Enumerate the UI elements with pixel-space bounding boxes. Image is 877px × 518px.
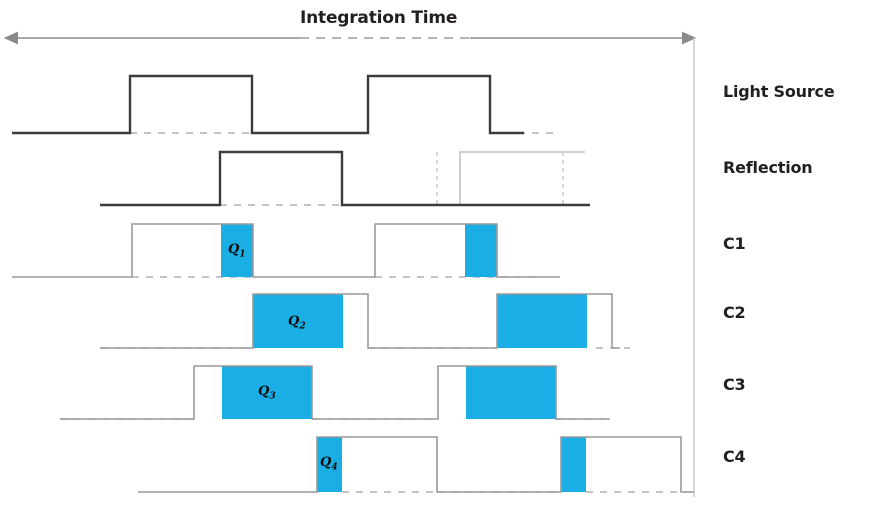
waveform-rows [12,74,694,493]
row-label-light-source: Light Source [723,82,835,101]
waveform-c4 [138,436,694,493]
waveform-c3 [60,365,610,420]
row-c3 [60,365,612,420]
row-label-c4: C4 [723,447,746,466]
row-reflection [100,150,590,207]
charge-fill-c1-0 [221,224,253,277]
row-light-source [12,74,560,135]
charge-fill-c4-0 [317,437,342,492]
row-c1 [12,223,560,278]
charge-fill-c2-1 [497,294,587,348]
row-c4 [138,436,694,493]
row-c2 [100,293,630,349]
charge-fill-c1-1 [465,224,497,277]
waveform-reflection [100,150,590,207]
charge-label-c2-0: Q2 [288,314,306,332]
row-label-c2: C2 [723,303,746,322]
integration-time-title: Integration Time [300,8,458,28]
waveform-light-source [12,74,524,135]
charge-fill-c3-1 [466,366,556,419]
charge-label-c4-0: Q4 [320,455,338,473]
charge-label-c1-0: Q1 [228,242,246,260]
row-label-reflection: Reflection [723,158,813,177]
charge-label-c3-0: Q3 [258,384,276,402]
charge-fill-c3-0 [222,366,312,419]
row-label-c1: C1 [723,234,746,253]
row-label-c3: C3 [723,375,746,394]
waveform-c1 [12,223,560,278]
charge-fill-c2-0 [253,294,343,348]
waveform-c2 [100,293,620,349]
charge-fill-c4-1 [561,437,586,492]
